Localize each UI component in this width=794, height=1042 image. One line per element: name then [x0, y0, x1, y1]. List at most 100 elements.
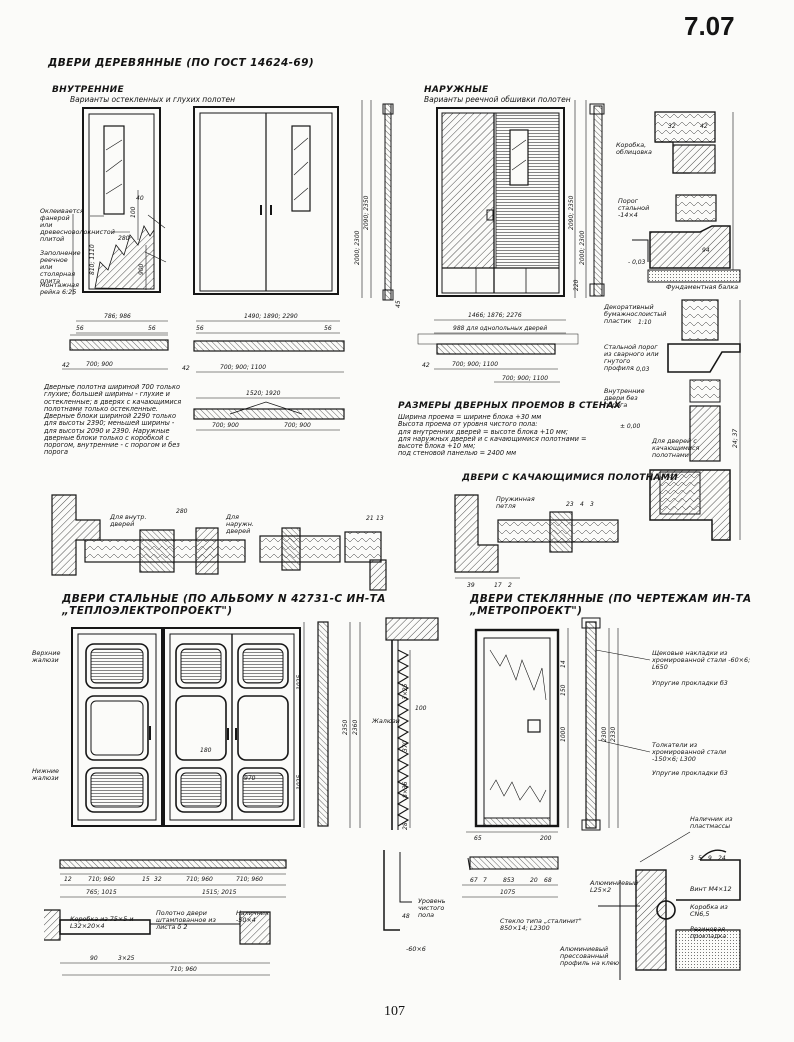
label-bar: -60×6: [406, 945, 426, 953]
dim-56-c: 56: [196, 325, 204, 332]
exterior-double-door-elevation: [436, 107, 565, 297]
dim-steel-48: 48: [402, 913, 410, 920]
dim-minus003-b: - 0,03: [632, 366, 650, 373]
label-frame-lining: Коробка, облицовка: [616, 141, 652, 157]
label-alum-angle: Алюминиевый L25×2: [590, 879, 639, 895]
interior-single-door-elevation: [82, 107, 161, 293]
page-number: 107: [384, 1004, 405, 1019]
dim-glass-9: 9: [708, 855, 712, 862]
label-glass-sheet: Стекло типа „сталинит" 850×14; L2300: [500, 917, 582, 933]
dim-glass-14: 14: [560, 660, 567, 668]
label-upper-blinds: Верхние жалюзи: [32, 649, 61, 665]
label-glass-box: Коробка из СN6,5: [690, 903, 728, 919]
wooden-joinery-details: [51, 494, 619, 591]
steel-plan-sections: [44, 859, 287, 976]
dim-steel-1515: 1515; 2015: [202, 889, 237, 896]
interior-door-vertical-section: [382, 103, 394, 301]
label-steel-threshold: Порог стальной -14×4: [618, 197, 650, 220]
dim-steel-1025b: 1025: [296, 775, 303, 790]
label-glass-gasket-1: Упругие прокладки б3: [652, 679, 728, 687]
dimension-lines: [60, 100, 741, 964]
swing-doors-title: ДВЕРИ С КАЧАЮЩИМИСЯ ПОЛОТНАМИ: [462, 473, 678, 483]
dim-100: 100: [130, 206, 137, 218]
dim-leaf-single: 700; 900: [86, 361, 113, 368]
dim-swing-leaf-1: 700; 900: [212, 422, 239, 429]
label-glass-platband: Наличник из пластмассы: [690, 815, 733, 831]
label-rubber: Резиновая прокладка: [690, 925, 727, 941]
dim-ext-height-a: 2090; 2350: [568, 195, 575, 230]
label-foundation-beam: Фундаментная балка: [666, 283, 739, 291]
dim-ext-single: 988 для однопольных дверей: [453, 325, 547, 332]
steel-single-door-elevation: [71, 627, 163, 827]
dim-42-b: 42: [182, 365, 190, 372]
label-lower-blinds: Нижние жалюзи: [32, 767, 59, 783]
dim-220: 220: [573, 279, 580, 291]
openings-text: Ширина проема = ширине блока +30 мм Высо…: [398, 413, 587, 458]
dim-steel-15: 15: [142, 876, 150, 883]
dim-glass-5: 5: [698, 855, 702, 862]
dim-glass-1075: 1075: [500, 889, 515, 896]
dim-steel-32: 32: [154, 876, 162, 883]
dim-swing-leaf-2: 700; 900: [284, 422, 311, 429]
dim-4: 4: [580, 501, 584, 508]
dim-13: 13: [376, 515, 384, 522]
dim-swing-width: 1520; 1920: [246, 390, 281, 397]
dim-leaf-ext: 700; 900; 1100: [452, 361, 498, 368]
steel-threshold-detail: [649, 299, 741, 541]
label-glass-pusher: Толкатели из хромированной стали -150×6;…: [652, 741, 727, 764]
label-veneer: Оклеивается фанерой или древесноволокнис…: [40, 207, 115, 244]
steel-door-sections: [317, 617, 439, 931]
exterior-door-vertical-section: [589, 103, 605, 297]
label-inner-threshold: Внутренние двери без порога: [604, 387, 645, 410]
dim-42-a: 42: [62, 362, 70, 369]
sheet-number: 7.07: [684, 11, 735, 41]
dim-21: 21: [366, 515, 374, 522]
dim-steel-28: 28: [402, 822, 409, 830]
glass-door-plan-and-detail: [467, 849, 741, 980]
label-glass-gasket-2: Упругие прокладки б3: [652, 769, 728, 777]
dim-42-d: 42: [700, 123, 708, 130]
dim-steel-12: 12: [64, 876, 72, 883]
dim-17: 17: [494, 582, 502, 589]
label-for-interior: Для внутр. дверей: [110, 513, 147, 529]
dim-2: 2: [508, 582, 512, 589]
dim-steel-3x25: 3×25: [118, 955, 135, 962]
frame-threshold-detail: [632, 111, 741, 283]
dim-glass-2330: 2330: [610, 727, 617, 742]
dim-steel-2360: 2360: [352, 720, 359, 735]
label-screw: Винт М4×12: [690, 885, 732, 893]
dim-39: 39: [467, 582, 475, 589]
dim-steel-370: 370: [402, 740, 409, 752]
dim-leaf-ext-2: 700; 900; 1100: [502, 375, 548, 382]
exterior-heading: НАРУЖНЫЕ: [424, 85, 489, 95]
dim-steel-1025: 1025: [296, 675, 303, 690]
interior-heading: ВНУТРЕННИЕ: [52, 85, 124, 95]
dim-2437: 24; 37: [732, 429, 739, 448]
dim-lower-h: 900: [138, 263, 145, 275]
vertical-dimension-labels: 2090; 2350 2000; 2300 2090; 2350 2000; 2…: [89, 195, 739, 830]
dim-glass-3: 3: [690, 855, 694, 862]
exterior-subheading: Варианты реечной обшивки полотен: [424, 95, 571, 104]
dim-32: 32: [668, 123, 676, 130]
label-spring-hinge: Пружинная петля: [496, 495, 535, 511]
dim-steel-2350: 2350: [342, 720, 349, 735]
dim-glass-200: 200: [540, 835, 552, 842]
dim-23: 23: [566, 501, 574, 508]
dim-height-b: 2000; 2300: [354, 230, 361, 265]
glass-doors-title: ДВЕРИ СТЕКЛЯННЫЕ (ПО ЧЕРТЕЖАМ ИН-ТА „МЕТ…: [470, 593, 752, 617]
dim-steel-180: 180: [200, 747, 212, 754]
dim-glass-150: 150: [560, 684, 567, 696]
dim-steel-710-b: 710; 960: [186, 876, 213, 883]
dim-zero: ± 0,00: [620, 423, 640, 430]
wooden-doors-title: ДВЕРИ ДЕРЕВЯННЫЕ (ПО ГОСТ 14624-69): [48, 57, 315, 69]
dim-single-width: 786; 986: [104, 313, 131, 320]
dim-steel-100: 100: [415, 705, 427, 712]
dim-56-a: 56: [76, 325, 84, 332]
dim-45: 45: [395, 300, 402, 308]
dim-steel-3x25: 3×25: [402, 683, 409, 700]
openings-title: РАЗМЕРЫ ДВЕРНЫХ ПРОЕМОВ В СТЕНАХ: [398, 401, 622, 411]
dim-steel-765: 765; 1015: [86, 889, 117, 896]
label-swing-doors: Для дверей с качающимися полотнами: [652, 437, 700, 460]
dim-steel-8x36: 8×36: [402, 781, 409, 798]
